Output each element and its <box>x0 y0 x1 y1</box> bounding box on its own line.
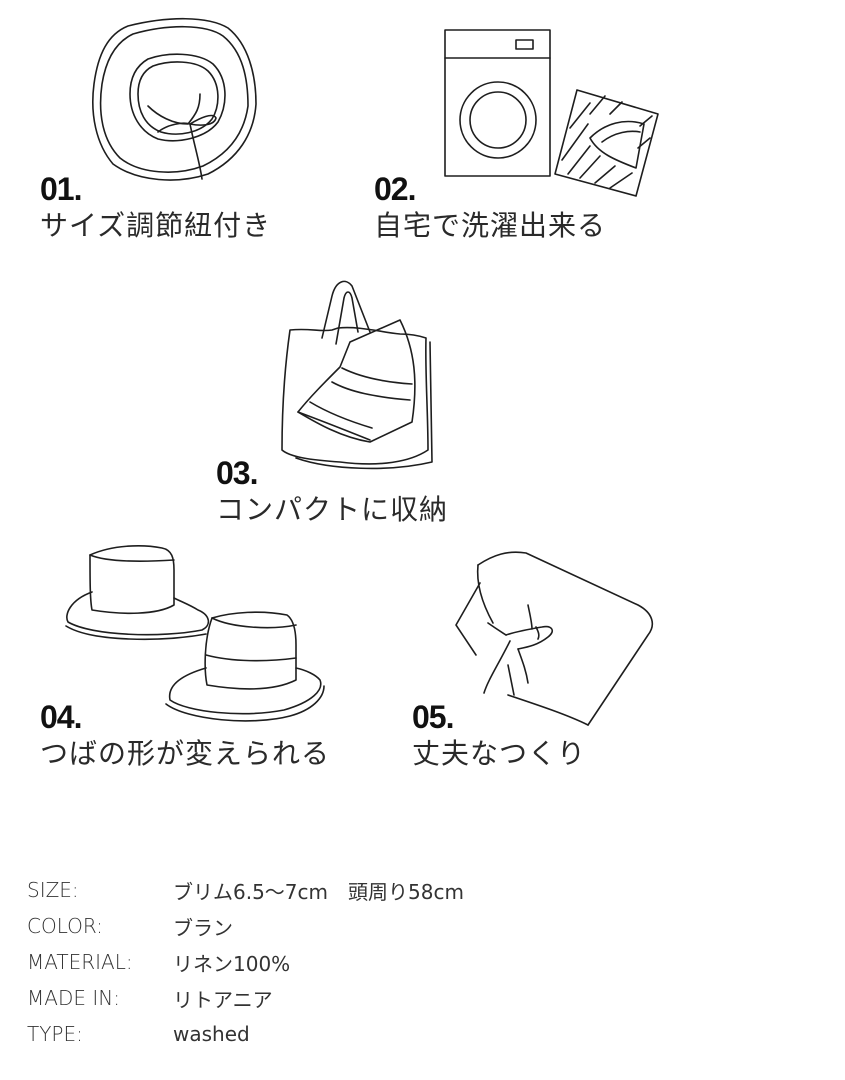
spec-key: MADE IN: <box>27 986 120 1010</box>
feature-label: つばの形が変えられる <box>40 737 331 770</box>
hand-gripping-hat-icon <box>448 545 658 730</box>
spec-key: SIZE: <box>27 878 79 902</box>
feature-label: 丈夫なつくり <box>412 737 587 770</box>
spec-row-made-in: MADE IN: リトアニア <box>27 980 464 1016</box>
spec-value: ブラン <box>173 915 233 940</box>
feature-number: 01. <box>40 171 82 207</box>
spec-value: リトアニア <box>173 987 273 1012</box>
feature-02: 02. 自宅で洗濯出来る <box>374 172 606 244</box>
washing-machine-laundry-net-icon <box>440 28 660 198</box>
hat-top-view-drawstring-icon <box>88 14 268 184</box>
spec-key: TYPE: <box>27 1022 83 1046</box>
spec-key: MATERIAL: <box>27 950 133 974</box>
feature-03: 03. コンパクトに収納 <box>216 456 448 528</box>
two-bucket-hats-icon <box>62 540 330 725</box>
spec-value: ブリム6.5〜7cm 頭周り58cm <box>173 879 464 904</box>
feature-number: 02. <box>374 171 416 207</box>
spec-table: SIZE: ブリム6.5〜7cm 頭周り58cm COLOR: ブラン MATE… <box>27 872 464 1052</box>
spec-row-type: TYPE: washed <box>27 1016 464 1052</box>
feature-04: 04. つばの形が変えられる <box>40 700 330 772</box>
spec-row-material: MATERIAL: リネン100% <box>27 944 464 980</box>
spec-value: washed <box>173 1022 250 1046</box>
hat-in-tote-bag-icon <box>270 272 440 472</box>
feature-05: 05. 丈夫なつくり <box>412 700 586 772</box>
spec-row-size: SIZE: ブリム6.5〜7cm 頭周り58cm <box>27 872 464 908</box>
feature-01: 01. サイズ調節紐付き <box>40 172 271 244</box>
spec-value: リネン100% <box>173 951 291 976</box>
feature-number: 05. <box>412 699 454 735</box>
spec-row-color: COLOR: ブラン <box>27 908 464 944</box>
spec-key: COLOR: <box>27 914 103 938</box>
feature-label: コンパクトに収納 <box>216 493 449 526</box>
feature-number: 03. <box>216 455 258 491</box>
feature-number: 04. <box>40 699 82 735</box>
feature-label: 自宅で洗濯出来る <box>374 209 607 242</box>
feature-label: サイズ調節紐付き <box>40 209 272 242</box>
